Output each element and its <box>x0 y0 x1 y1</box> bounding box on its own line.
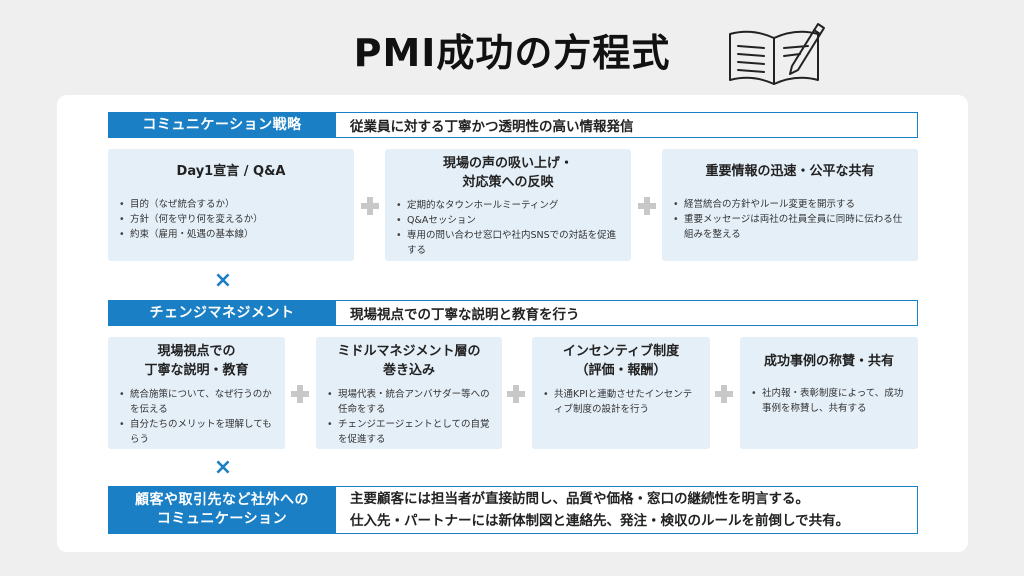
section-desc-change-management: 現場視点での丁寧な説明と教育を行う <box>336 300 918 326</box>
card-title-line: 対応策への反映 <box>462 174 554 190</box>
card-title: Day1宣言 / Q&A <box>176 164 286 179</box>
list-item: 自分たちのメリットを理解してもらう <box>118 417 275 447</box>
section-desc-external-communication: 主要顧客には担当者が直接訪問し、品質や価格・窓口の継続性を明言する。 仕入先・パ… <box>336 486 918 534</box>
card-title-line: 巻き込み <box>382 362 435 378</box>
card-incentive: インセンティブ制度 （評価・報酬） 共通KPIと連動させたインセンティブ制度の設… <box>532 337 710 449</box>
card-title: 現場の声の吸い上げ・ 対応策への反映 <box>395 155 621 193</box>
section-tag-change-management: チェンジマネジメント <box>108 300 336 326</box>
card-title-line: 丁寧な説明・教育 <box>144 362 249 378</box>
section-desc-communication-strategy: 従業員に対する丁寧かつ透明性の高い情報発信 <box>336 112 918 138</box>
list-item: 重要メッセージは両社の社員全員に同時に伝わる仕組みを整える <box>672 212 908 242</box>
card-title-line: インセンティブ制度 <box>562 344 680 359</box>
card-info-sharing: 重要情報の迅速・公平な共有 経営統合の方針やルール変更を開示する 重要メッセージ… <box>662 149 918 261</box>
list-item: 約束（雇用・処遇の基本線） <box>118 227 344 242</box>
card-middle-management: ミドルマネジメント層の 巻き込み 現場代表・統合アンバサダー等への任命をする チ… <box>316 337 502 449</box>
list-item: 専用の問い合わせ窓口や社内SNSでの対話を促進する <box>395 228 621 258</box>
tag-line: 顧客や取引先など社外への <box>135 492 309 509</box>
list-item: 現場代表・統合アンバサダー等への任命をする <box>326 387 492 417</box>
plus-icon <box>638 197 656 215</box>
card-title: 成功事例の称賛・共有 <box>763 354 894 369</box>
desc-line: 主要顧客には担当者が直接訪問し、品質や価格・窓口の継続性を明言する。 <box>350 490 809 507</box>
card-day1: Day1宣言 / Q&A 目的（なぜ統合するか） 方針（何を守り何を変えるか） … <box>108 149 354 261</box>
card-title: ミドルマネジメント層の 巻き込み <box>326 343 492 381</box>
list-item: 統合施策について、なぜ行うのかを伝える <box>118 387 275 417</box>
list-item: 方針（何を守り何を変えるか） <box>118 212 344 227</box>
card-voice: 現場の声の吸い上げ・ 対応策への反映 定期的なタウンホールミーティング Q&Aセ… <box>385 149 631 261</box>
card-title-line: 現場の声の吸い上げ・ <box>442 156 573 171</box>
section-tag-communication-strategy: コミュニケーション戦略 <box>108 112 336 138</box>
list-item: 定期的なタウンホールミーティング <box>395 198 621 213</box>
card-success-stories: 成功事例の称賛・共有 社内報・表彰制度によって、成功事例を称賛し、共有する <box>740 337 918 449</box>
card-title-line: ミドルマネジメント層の <box>337 344 481 359</box>
list-item: 共通KPIと連動させたインセンティブ制度の設計を行う <box>542 387 700 417</box>
card-title-line: 現場視点での <box>157 344 236 359</box>
list-item: Q&Aセッション <box>395 213 621 228</box>
tag-line: コミュニケーション <box>156 511 288 527</box>
list-item: 社内報・表彰制度によって、成功事例を称賛し、共有する <box>750 386 908 416</box>
list-item: チェンジエージェントとしての自覚を促進する <box>326 417 492 447</box>
card-title-line: （評価・報酬） <box>575 362 667 378</box>
card-field-explanation: 現場視点での 丁寧な説明・教育 統合施策について、なぜ行うのかを伝える 自分たち… <box>108 337 285 449</box>
times-icon: × <box>213 455 233 480</box>
open-book-pen-icon <box>729 23 825 85</box>
plus-icon <box>507 385 525 403</box>
section-tag-external-communication: 顧客や取引先など社外への コミュニケーション <box>108 486 336 534</box>
list-item: 経営統合の方針やルール変更を開示する <box>672 197 908 212</box>
plus-icon <box>361 197 379 215</box>
desc-line: 仕入先・パートナーには新体制図と連絡先、発注・検収のルールを前倒しで共有。 <box>350 513 850 529</box>
list-item: 目的（なぜ統合するか） <box>118 197 344 212</box>
card-title: 重要情報の迅速・公平な共有 <box>705 164 875 179</box>
plus-icon <box>715 385 733 403</box>
plus-icon <box>291 385 309 403</box>
card-title: インセンティブ制度 （評価・報酬） <box>542 343 700 381</box>
page-title: PMI成功の方程式 <box>353 31 671 75</box>
card-title: 現場視点での 丁寧な説明・教育 <box>118 343 275 381</box>
times-icon: × <box>213 268 233 293</box>
